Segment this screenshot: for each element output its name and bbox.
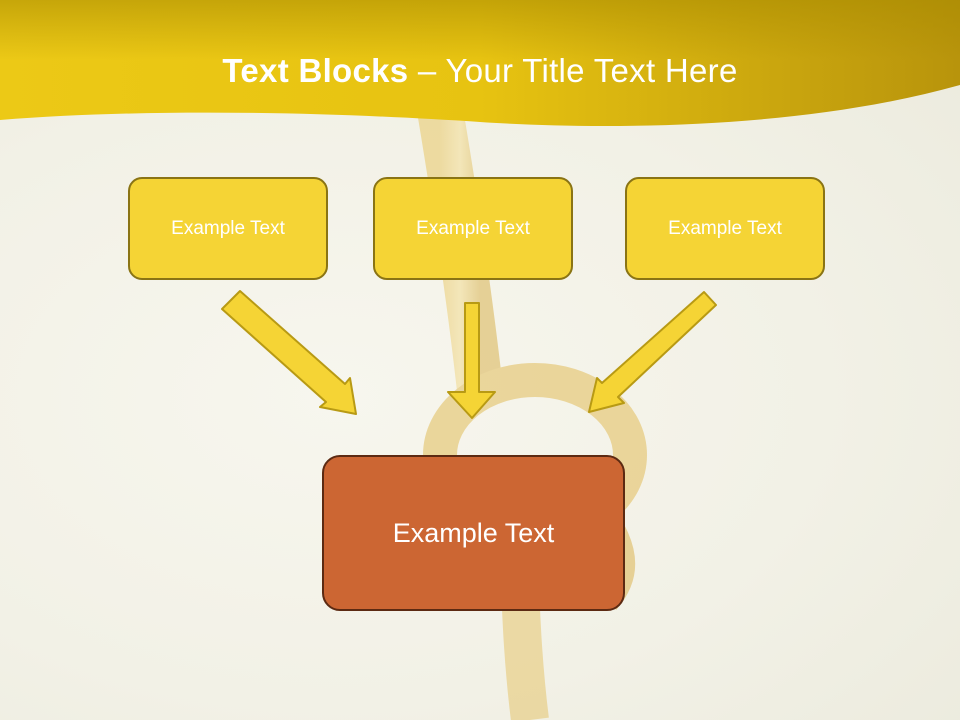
text-block-top-center-label: Example Text bbox=[416, 217, 530, 239]
text-block-bottom-label: Example Text bbox=[392, 517, 555, 548]
header-shade bbox=[0, 0, 960, 60]
text-block-top-left: Example Text bbox=[128, 177, 328, 280]
title-rest: – Your Title Text Here bbox=[408, 52, 738, 89]
text-block-top-right-label: Example Text bbox=[668, 217, 782, 239]
text-block-top-center: Example Text bbox=[373, 177, 573, 280]
text-block-top-left-label: Example Text bbox=[171, 217, 285, 239]
slide-title: Text Blocks – Your Title Text Here bbox=[0, 52, 960, 90]
text-block-bottom: Example Text bbox=[322, 455, 625, 611]
title-bold: Text Blocks bbox=[222, 52, 409, 89]
text-block-top-right: Example Text bbox=[625, 177, 825, 280]
